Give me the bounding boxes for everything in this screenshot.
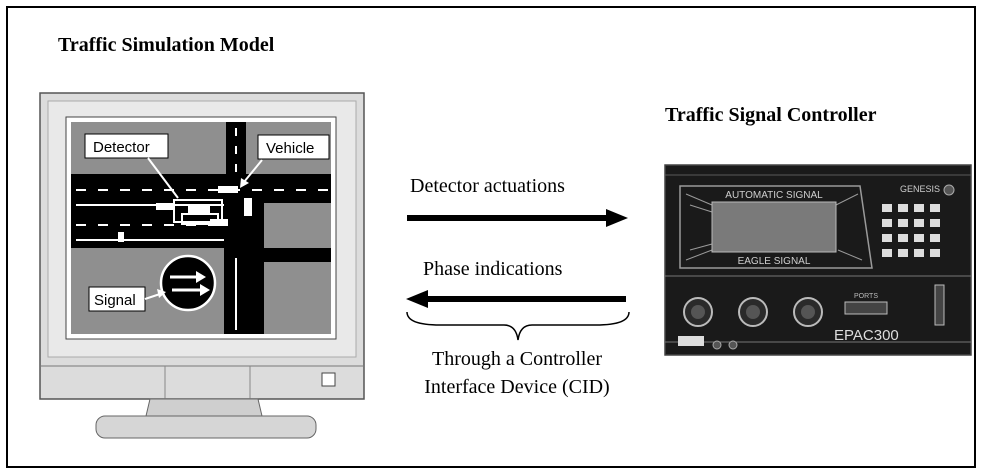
vehicle-label-box [257, 134, 330, 160]
arrow-left-icon [406, 290, 428, 308]
vehicle-marker [188, 206, 210, 213]
monitor-stand [95, 415, 317, 439]
side-port-icon [934, 284, 945, 326]
vehicle-marker [118, 232, 124, 242]
device-model-text: EPAC300 [834, 327, 899, 344]
cid-label-line2: Interface Device (CID) [424, 376, 610, 398]
detector-label: Detector [93, 139, 150, 156]
cid-label: Through a Controller Interface Device (C… [392, 345, 642, 401]
device-brand: GENESIS [900, 184, 940, 194]
signal-label-box [88, 286, 146, 312]
power-button-icon [321, 372, 336, 387]
arrow-right-icon [606, 209, 628, 227]
signal-label: Signal [94, 292, 136, 309]
interface-brace [406, 311, 630, 341]
vehicle-marker [218, 186, 238, 193]
phase-indications-arrow [406, 290, 626, 308]
cid-label-line1: Through a Controller [432, 348, 602, 370]
vehicle-label: Vehicle [266, 140, 314, 157]
monitor-neck [145, 398, 263, 417]
vehicle-marker [244, 198, 252, 216]
detector-actuations-label: Detector actuations [410, 175, 565, 197]
vehicle-marker [210, 219, 228, 226]
detector-actuations-arrow [407, 209, 628, 227]
model-title: Traffic Simulation Model [58, 34, 275, 56]
detector-label-box [84, 133, 169, 159]
device-display-text: EAGLE SIGNAL [738, 256, 811, 267]
signal-icon [159, 254, 217, 312]
controller-device: AUTOMATIC SIGNAL EAGLE SIGNAL GENESIS PO… [664, 164, 972, 356]
keypad-icon [882, 204, 940, 257]
screen-intersection-map: Detector Vehicle Signal [65, 116, 337, 340]
port-label: PORTS [854, 293, 878, 300]
knob-icon [943, 184, 955, 196]
phase-indications-label: Phase indications [423, 258, 563, 280]
serial-port-icon [844, 301, 888, 315]
controller-title: Traffic Signal Controller [665, 104, 877, 126]
controller-display [711, 201, 837, 253]
device-top-text: AUTOMATIC SIGNAL [725, 190, 823, 201]
vehicle-marker [156, 203, 174, 210]
